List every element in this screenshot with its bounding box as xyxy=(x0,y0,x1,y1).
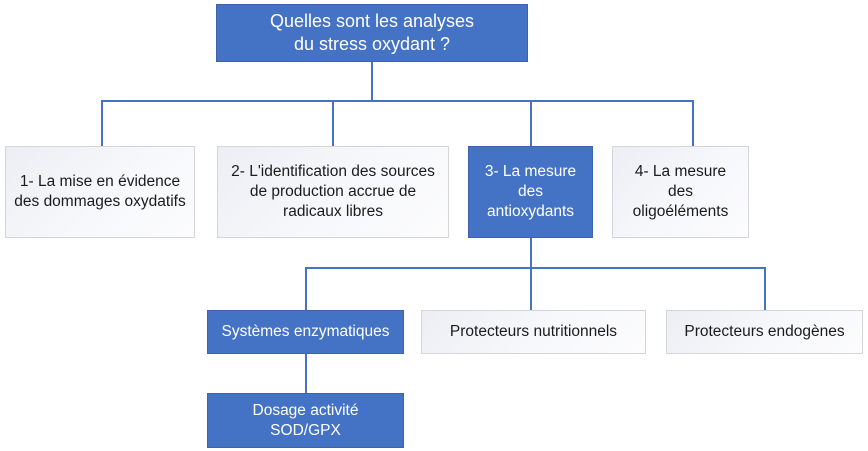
connector-drop-group-2 xyxy=(530,267,532,311)
node-level2-enzymatic-systems[interactable]: Systèmes enzymatiques xyxy=(207,310,404,354)
node-level2-nutritional-protectors[interactable]: Protecteurs nutritionnels xyxy=(421,310,646,354)
connector-drop-child-3 xyxy=(530,100,532,146)
node-level1-label-1: 1- La mise en évidence des dommages oxyd… xyxy=(14,173,186,210)
connector-leaf-stem xyxy=(305,354,307,394)
connector-node3-stem xyxy=(530,238,532,269)
node-level1-label-4: 4- La mesure des oligoéléments xyxy=(632,163,729,220)
node-level2-label-1: Systèmes enzymatiques xyxy=(221,323,390,341)
node-level1-damage-evidence[interactable]: 1- La mise en évidence des dommages oxyd… xyxy=(5,146,195,238)
node-level1-label-2: 2- L'identification des sources de produ… xyxy=(231,163,435,220)
connector-level1-bus xyxy=(101,100,693,102)
connector-drop-child-4 xyxy=(692,100,694,146)
node-level3-sod-gpx-assay[interactable]: Dosage activité SOD/GPX xyxy=(207,393,404,448)
node-level1-radical-sources[interactable]: 2- L'identification des sources de produ… xyxy=(217,146,449,238)
node-level3-label-1: Dosage activité SOD/GPX xyxy=(252,401,359,439)
node-level2-label-2: Protecteurs nutritionnels xyxy=(449,323,618,341)
node-level1-antioxidants[interactable]: 3- La mesure des antioxydants xyxy=(468,146,593,238)
node-level2-endogenous-protectors[interactable]: Protecteurs endogènes xyxy=(666,310,863,354)
connector-level2-bus xyxy=(305,267,766,269)
node-level2-label-3: Protecteurs endogènes xyxy=(684,323,845,341)
connector-drop-child-2 xyxy=(332,100,334,146)
node-level1-trace-elements[interactable]: 4- La mesure des oligoéléments xyxy=(612,146,749,238)
connector-drop-group-1 xyxy=(305,267,307,311)
connector-root-stem xyxy=(371,62,373,102)
node-root-label: Quelles sont les analyses du stress oxyd… xyxy=(269,10,475,54)
node-level1-label-3: 3- La mesure des antioxydants xyxy=(484,163,577,220)
connector-drop-group-3 xyxy=(764,267,766,311)
node-root-question[interactable]: Quelles sont les analyses du stress oxyd… xyxy=(216,4,528,62)
connector-drop-child-1 xyxy=(101,100,103,146)
